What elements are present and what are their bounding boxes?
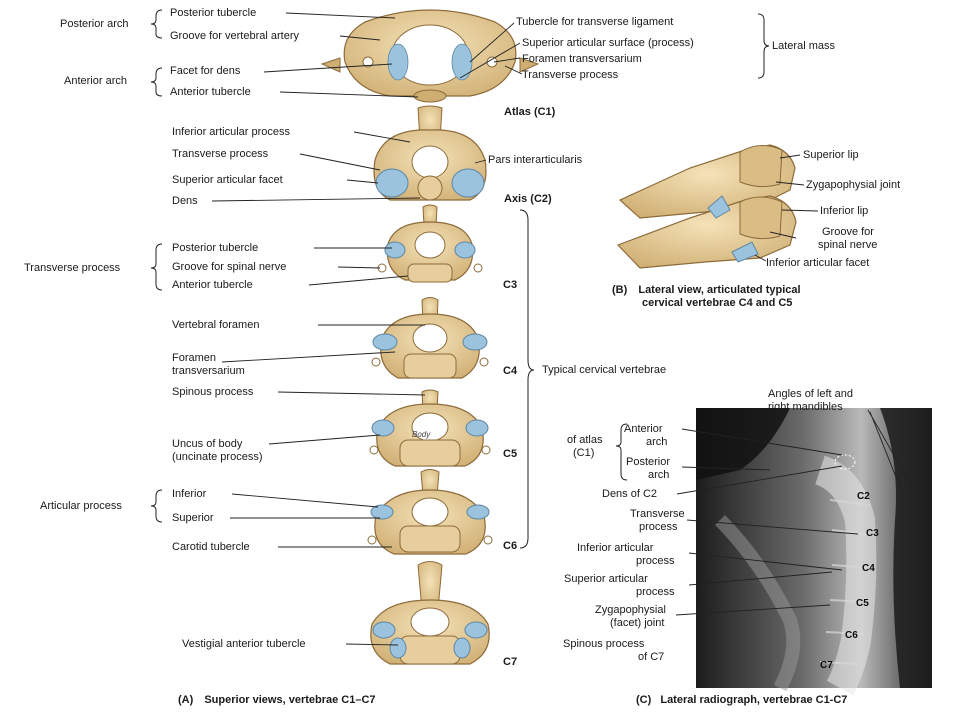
label-lateral-mass: Lateral mass	[772, 40, 835, 52]
c3-drawing	[377, 204, 483, 283]
label-facet-for-dens: Facet for dens	[170, 65, 241, 77]
label-spinous-process: Spinous process	[172, 386, 254, 398]
label-articular-process: Articular process	[40, 500, 122, 512]
label-superior-lip: Superior lip	[803, 149, 859, 161]
caption-panel-c-text: Lateral radiograph, vertebrae C1-C7	[660, 694, 848, 706]
label-inferior-articular-facet: Inferior articular facet	[766, 257, 870, 269]
level-c5: C5	[503, 448, 518, 460]
label-transverse-process-c1: Transverse process	[522, 69, 619, 81]
label-posterior-tubercle-c3: Posterior tubercle	[172, 242, 259, 254]
label-uncus-line1: Uncus of body	[172, 438, 243, 450]
label-posterior-line2: arch	[648, 469, 670, 481]
label-of-atlas-line1: of atlas	[567, 434, 603, 446]
level-c6: C6	[503, 540, 518, 552]
label-anterior-line2: arch	[646, 436, 668, 448]
xray-level-c5: C5	[856, 598, 869, 609]
xray-level-c4: C4	[862, 563, 875, 574]
label-atlas-c1: Atlas (C1)	[504, 106, 556, 118]
xray-level-c2: C2	[857, 491, 870, 502]
label-anterior-arch: Anterior arch	[64, 75, 127, 87]
level-c7: C7	[503, 656, 518, 668]
label-of-atlas-line2: (C1)	[573, 447, 595, 459]
caption-panel-a-tag: (A)	[178, 694, 194, 706]
label-spinous-line2: of C7	[638, 651, 665, 663]
caption-panel-a-text: Superior views, vertebrae C1–C7	[204, 694, 376, 706]
label-transverse-process-c2: Transverse process	[172, 148, 269, 160]
label-sup-art-line2: process	[636, 586, 675, 598]
label-posterior-line1: Posterior	[626, 456, 671, 468]
label-anterior-tubercle-c3: Anterior tubercle	[172, 279, 253, 291]
c7-drawing	[370, 561, 490, 665]
label-tubercle-transverse-ligament: Tubercle for transverse ligament	[516, 16, 674, 28]
label-posterior-tubercle-c1: Posterior tubercle	[170, 7, 257, 19]
c5-drawing	[369, 389, 491, 467]
label-inferior: Inferior	[172, 488, 207, 500]
label-inf-art-line1: Inferior articular	[577, 542, 654, 554]
label-transverse-process-group: Transverse process	[24, 262, 121, 274]
axis-drawing	[373, 105, 487, 201]
label-axis-c2: Axis (C2)	[504, 193, 552, 205]
caption-panel-c-tag: (C)	[636, 694, 652, 706]
label-foramen-line1: Foramen	[172, 352, 217, 364]
caption-panel-a: (A) Superior views, vertebrae C1–C7	[178, 694, 376, 707]
c6-drawing	[367, 469, 493, 555]
leader-lines	[211, 12, 916, 646]
label-vertebral-foramen: Vertebral foramen	[172, 319, 260, 331]
label-inf-art-line2: process	[636, 555, 675, 567]
caption-panel-b-line2: cervical vertebrae C4 and C5	[642, 297, 793, 309]
c4-drawing	[371, 297, 489, 379]
xray-level-c3: C3	[866, 528, 879, 539]
atlas-drawing	[320, 9, 540, 103]
level-c3: C3	[503, 279, 518, 291]
label-angles-line2: right mandibles	[768, 401, 843, 413]
radiograph-image	[696, 408, 932, 696]
label-groove-line1: Groove for	[822, 226, 874, 238]
label-zyg-line1: Zygapophysial	[595, 604, 666, 616]
level-c4: C4	[503, 365, 518, 377]
label-vestigial-anterior-tubercle: Vestigial anterior tubercle	[182, 638, 306, 650]
label-dens: Dens	[172, 195, 198, 207]
label-foramen-transversarium-c1: Foramen transversarium	[522, 53, 642, 65]
caption-panel-c: (C) Lateral radiograph, vertebrae C1-C7	[636, 694, 847, 707]
label-groove-vertebral-artery: Groove for vertebral artery	[170, 30, 299, 42]
label-pars-interarticularis: Pars interarticularis	[488, 154, 583, 166]
label-anterior-line1: Anterior	[624, 423, 663, 435]
label-inferior-articular-process: Inferior articular process	[172, 126, 290, 138]
label-zygapophysial-joint-b: Zygapophysial joint	[806, 179, 901, 191]
label-angles-line1: Angles of left and	[768, 388, 854, 400]
brackets	[150, 9, 770, 549]
label-transverse-line1: Transverse	[630, 508, 685, 520]
label-typical-cervical: Typical cervical vertebrae	[542, 364, 667, 376]
label-superior: Superior	[172, 512, 214, 524]
xray-level-c6: C6	[845, 630, 858, 641]
label-anterior-tubercle-c1: Anterior tubercle	[170, 86, 251, 98]
label-groove-line2: spinal nerve	[818, 239, 878, 251]
label-zyg-line2: (facet) joint	[610, 617, 665, 629]
label-transverse-line2: process	[639, 521, 678, 533]
label-groove-spinal-nerve: Groove for spinal nerve	[172, 261, 287, 273]
label-dens-c2: Dens of C2	[602, 488, 658, 500]
caption-panel-b-line1: Lateral view, articulated typical	[638, 284, 801, 296]
lateral-view-drawing	[616, 144, 797, 269]
label-foramen-line2: transversarium	[172, 365, 245, 377]
label-posterior-arch: Posterior arch	[60, 18, 129, 30]
label-superior-articular-facet: Superior articular facet	[172, 174, 283, 186]
label-uncus-line2: (uncinate process)	[172, 451, 263, 463]
label-spinous-line1: Spinous process	[563, 638, 645, 650]
xray-level-c7: C7	[820, 660, 833, 671]
caption-panel-b-tag: (B)	[612, 284, 628, 296]
label-inferior-lip: Inferior lip	[820, 205, 869, 217]
caption-panel-b: (B) Lateral view, articulated typical ce…	[612, 284, 801, 310]
label-body: Body	[412, 430, 431, 439]
label-carotid-tubercle: Carotid tubercle	[172, 541, 250, 553]
label-sup-art-line1: Superior articular	[564, 573, 648, 585]
label-superior-articular-surface: Superior articular surface (process)	[522, 37, 694, 49]
